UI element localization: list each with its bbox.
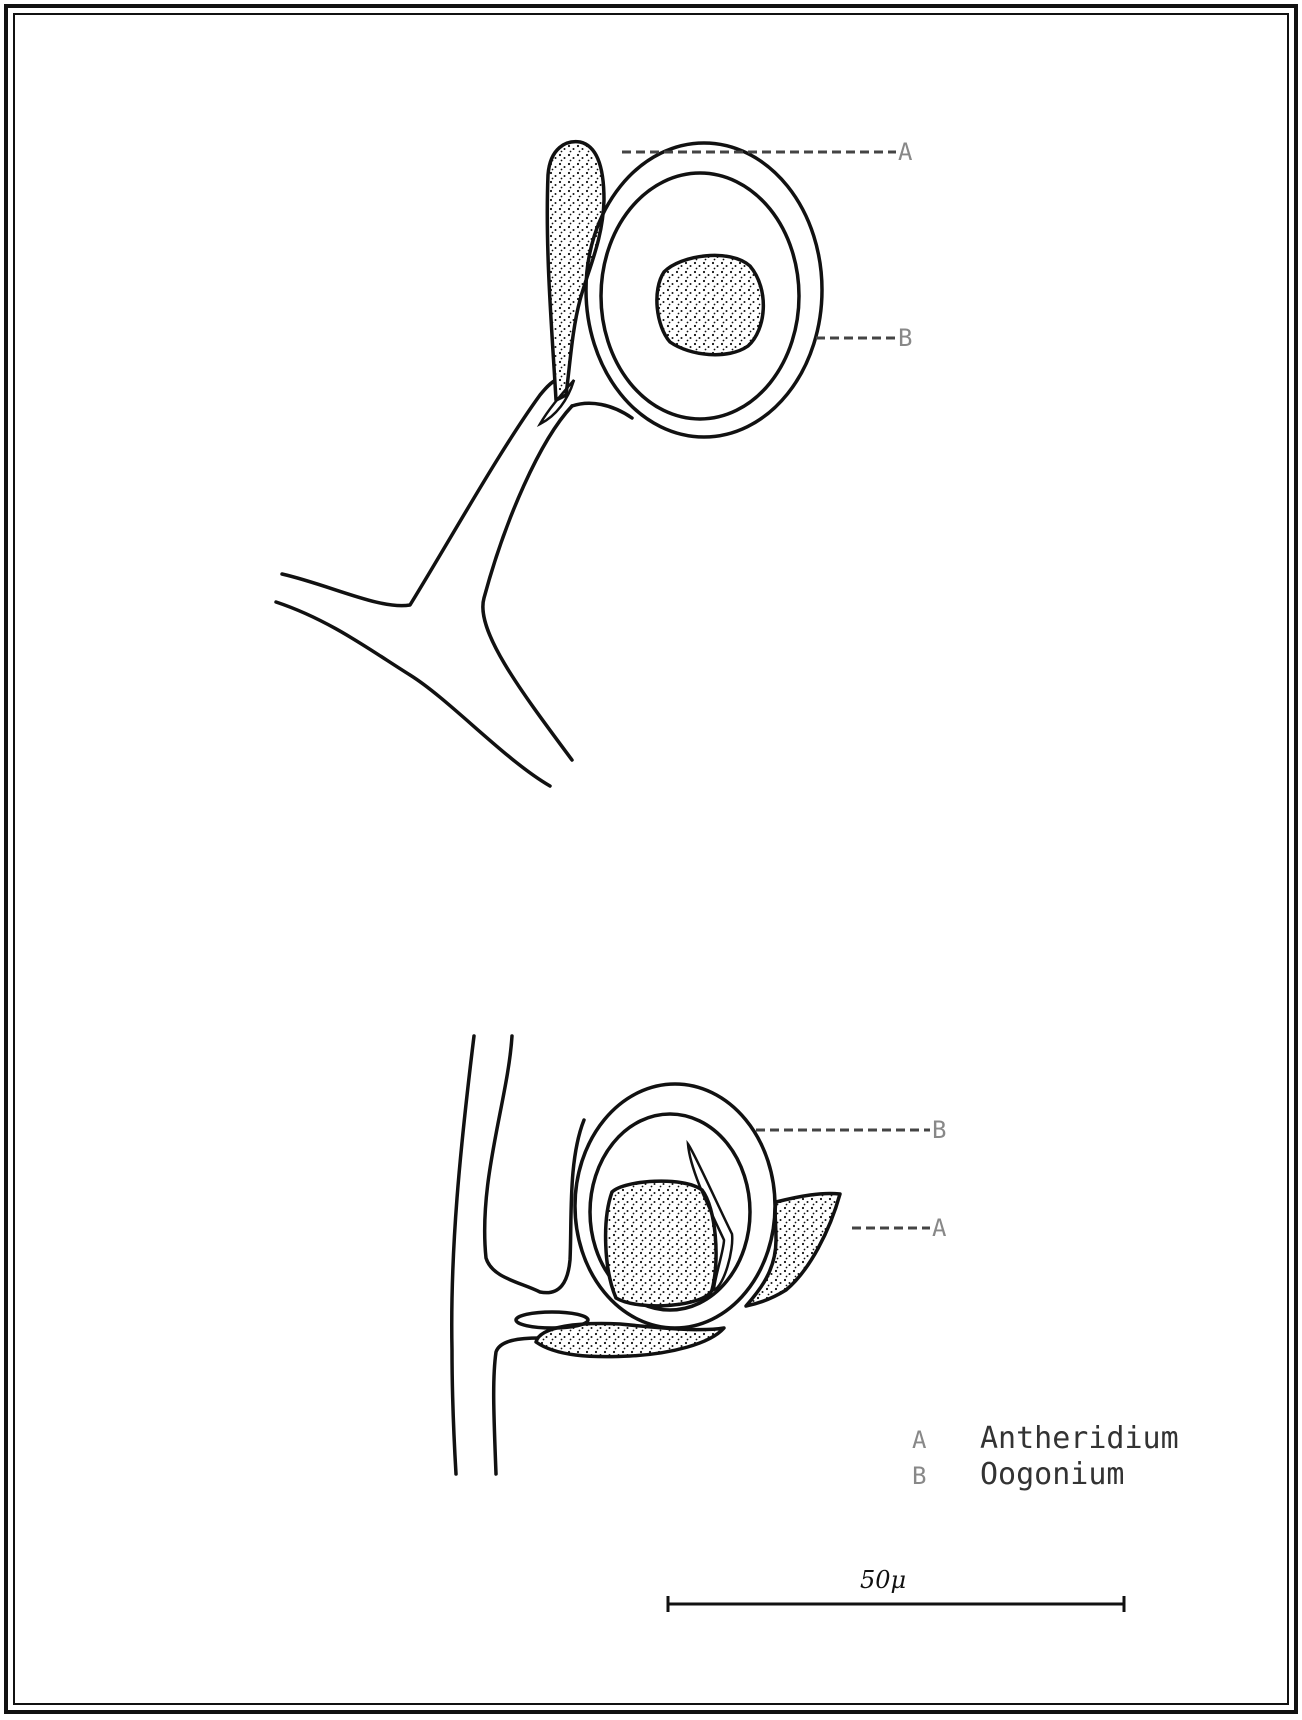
legend-key-A: A [912, 1426, 927, 1454]
legend-key-B: B [912, 1462, 926, 1490]
top-oogonium-stalk [572, 403, 632, 418]
bottom-hypha-right-wall-lower [494, 1338, 540, 1474]
legend: A Antheridium B Oogonium [912, 1421, 1179, 1492]
bottom-antheridium-right [746, 1193, 840, 1306]
top-label-A: A [898, 138, 913, 166]
bottom-connector [516, 1312, 588, 1328]
top-hypha-base [276, 602, 550, 786]
bottom-oospore [606, 1181, 716, 1306]
top-oospore [657, 255, 763, 354]
top-label-B: B [898, 324, 912, 352]
bottom-hypha-left-wall [452, 1036, 474, 1474]
legend-text-A: Antheridium [980, 1421, 1179, 1456]
bottom-label-B: B [932, 1116, 946, 1144]
top-hypha-left-wall [282, 380, 556, 606]
top-antheridium [547, 142, 604, 400]
bottom-label-A: A [932, 1214, 947, 1242]
bottom-hypha-right-wall-upper [485, 1036, 584, 1293]
top-figure: A B [276, 138, 913, 786]
scale-bar-label: 50μ [860, 1566, 906, 1594]
scale-bar: 50μ [668, 1566, 1124, 1612]
legend-text-B: Oogonium [980, 1457, 1125, 1492]
bottom-figure: B A [452, 1036, 947, 1474]
